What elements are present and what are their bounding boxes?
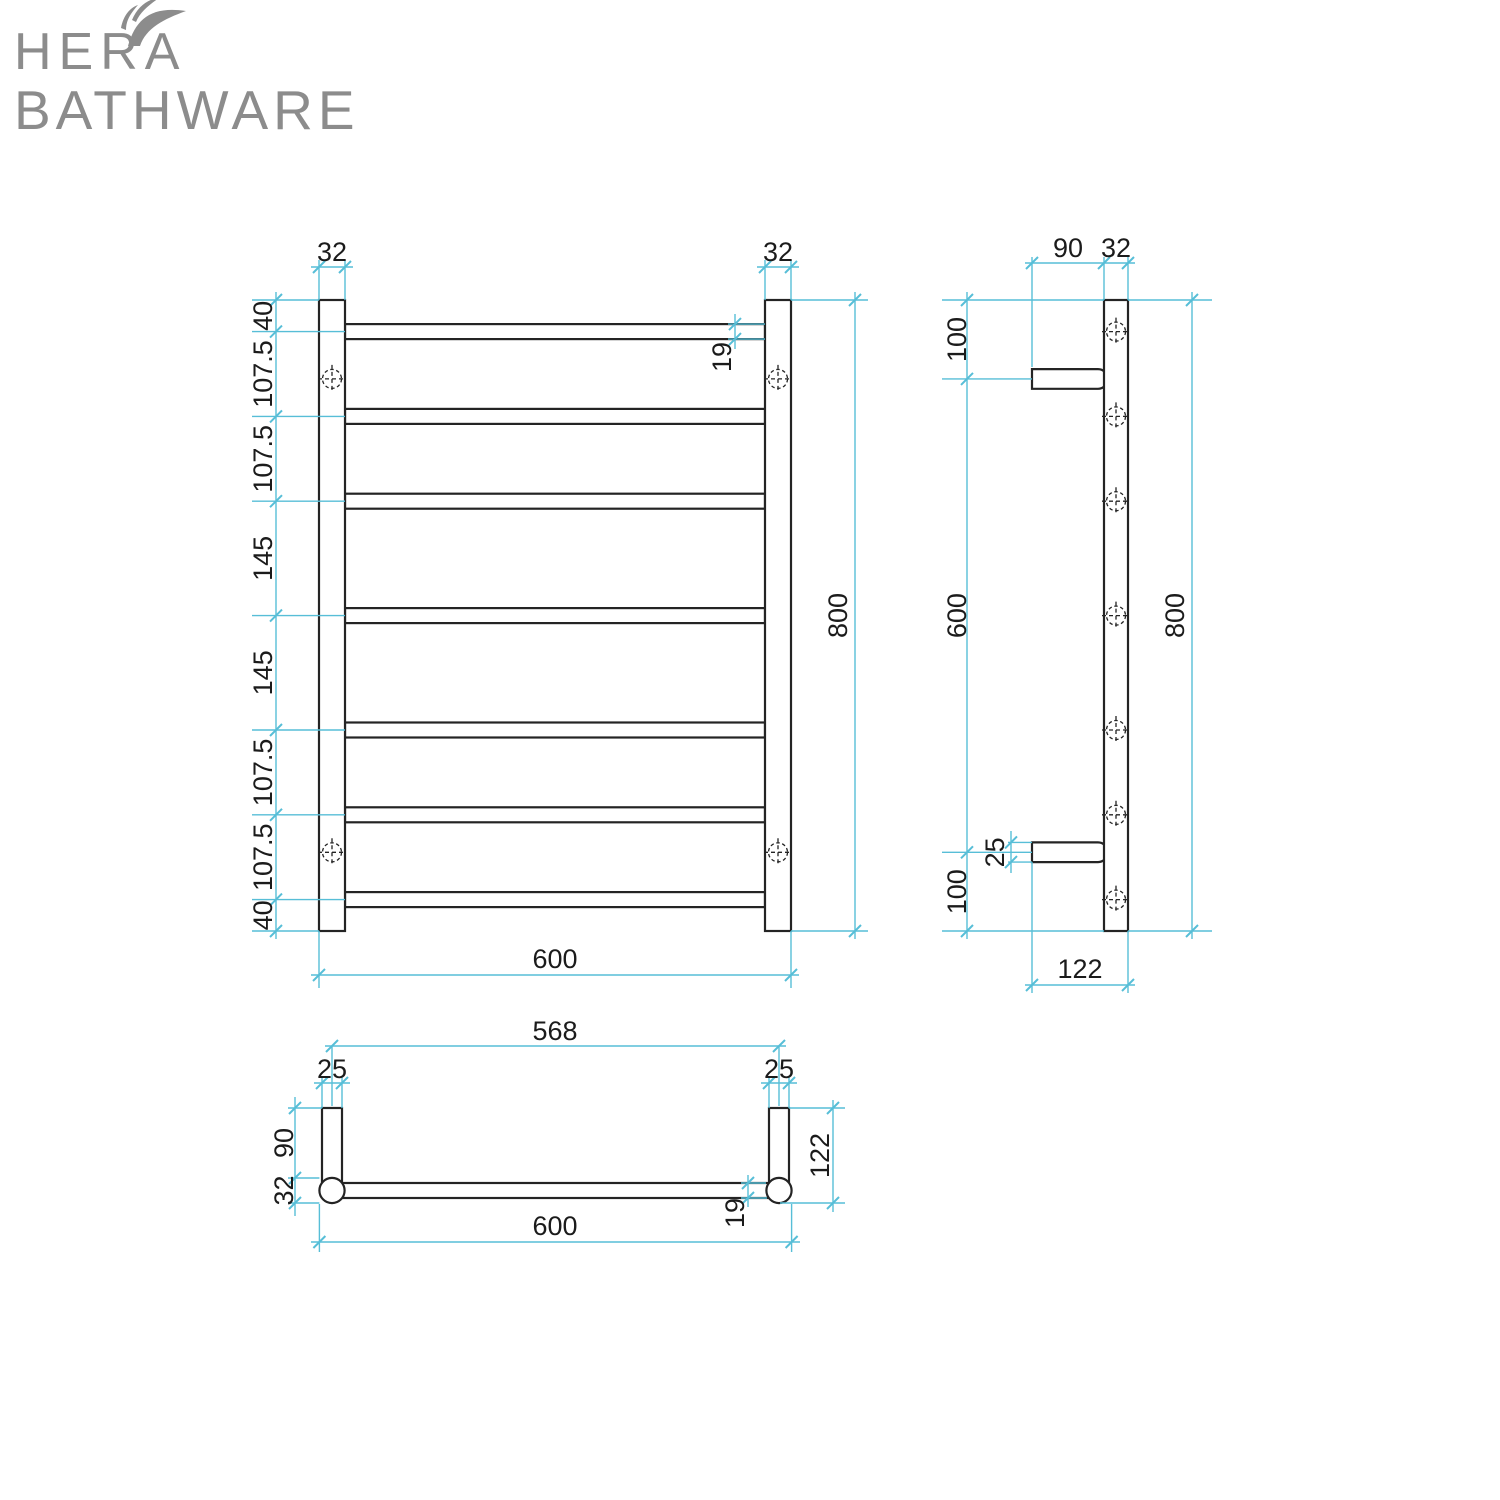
top-dimension-ticks (288, 1039, 840, 1249)
dim-spacing-4: 145 (248, 536, 278, 581)
dim-rung-diameter-top: 19 (720, 1198, 750, 1228)
side-dimension-lines (942, 257, 1212, 993)
top-wall-bracket (1030, 368, 1109, 390)
top-dimension-lines (288, 1045, 845, 1252)
dim-rail-width-left: 32 (317, 237, 347, 267)
rung-1 (343, 323, 767, 341)
dim-overall-width-front: 600 (532, 944, 577, 974)
dim-bracket-diameter-side: 25 (980, 837, 1010, 867)
bottom-wall-bracket (1030, 841, 1109, 864)
dim-overall-width-top: 600 (532, 1211, 577, 1241)
dim-bracket-length-side: 90 (1053, 233, 1083, 263)
brand-line2-text: BATHWARE (14, 79, 360, 141)
dim-rail-width-right: 32 (763, 237, 793, 267)
dim-bracket-diameter-right: 25 (764, 1054, 794, 1084)
dim-overall-height-side: 800 (1160, 593, 1190, 638)
rung-3 (343, 492, 767, 510)
top-view: 568 25 25 90 32 122 19 600 (269, 1016, 845, 1252)
dim-overall-height-front: 800 (823, 593, 853, 638)
rung-2 (343, 407, 767, 425)
brand-line1-text: HERA (14, 23, 187, 81)
dim-spacing-1: 40 (248, 301, 278, 331)
brand-logo: HERA BATHWARE (14, 0, 360, 141)
right-bracket-stub (767, 1106, 791, 1187)
front-dimension-lines (252, 260, 868, 988)
rung-4 (343, 606, 767, 625)
dim-spacing-6: 107.5 (248, 739, 278, 807)
side-view: 90 32 100 600 100 25 800 122 (942, 233, 1212, 993)
dim-spacing-5: 145 (248, 650, 278, 695)
front-dimension-ticks (269, 260, 862, 982)
rung-6 (343, 806, 767, 824)
front-view: 32 32 19 40 107.5 107.5 145 145 107.5 10… (248, 237, 868, 988)
dim-rail-depth: 32 (1101, 233, 1131, 263)
rung-5 (343, 721, 767, 739)
dim-bracket-centres: 568 (532, 1016, 577, 1046)
dim-spacing-2: 107.5 (248, 340, 278, 408)
side-dimension-ticks (960, 256, 1199, 992)
dim-overall-depth-side: 122 (1057, 954, 1102, 984)
dim-spacing-8: 40 (248, 900, 278, 930)
dim-bracket-span: 600 (942, 593, 972, 638)
left-bracket-stub (320, 1106, 344, 1187)
dim-rung-diameter: 19 (707, 342, 737, 372)
leaf-icon (121, 0, 186, 46)
brand-line1: HERA (14, 0, 360, 81)
left-rail-section (318, 1176, 346, 1205)
dim-top-offset: 100 (942, 317, 972, 362)
dim-bracket-length-top: 90 (269, 1128, 299, 1158)
dim-spacing-3: 107.5 (248, 425, 278, 493)
dim-spacing-7: 107.5 (248, 823, 278, 891)
dim-bottom-offset: 100 (942, 869, 972, 914)
rung-7 (343, 890, 767, 909)
right-rail (763, 298, 793, 933)
dim-bracket-diameter-left: 25 (317, 1054, 347, 1084)
right-rail-section (765, 1176, 793, 1205)
dim-rail-diameter-top: 32 (269, 1175, 299, 1205)
rung-top-view (330, 1181, 781, 1200)
dim-overall-depth-top: 122 (805, 1133, 835, 1178)
